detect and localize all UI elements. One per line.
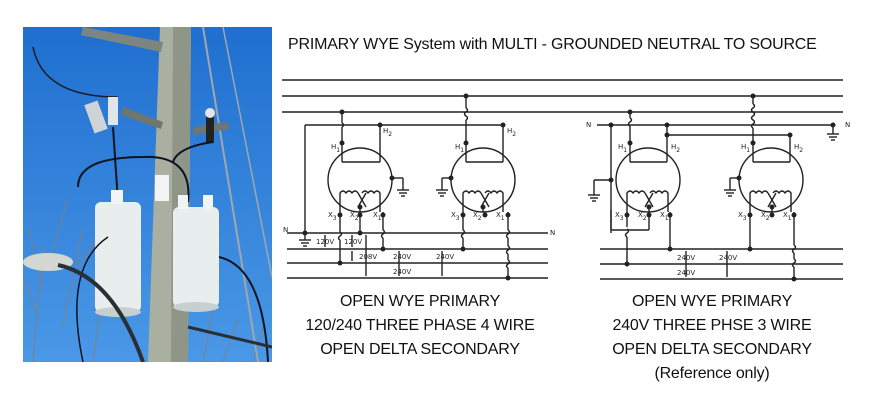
terminal-x3-label: X3 xyxy=(738,211,747,222)
pole-transformer-photo xyxy=(23,27,272,362)
right-ground-symbols xyxy=(588,133,839,202)
terminal-h2-label: H2 xyxy=(794,143,803,154)
left-diagram-caption: OPEN WYE PRIMARY 120/240 THREE PHASE 4 W… xyxy=(285,290,555,362)
terminal-x1-label: X1 xyxy=(783,211,792,222)
terminal-x1-label: X1 xyxy=(496,211,505,222)
terminal-x2-label: X2 xyxy=(350,211,359,222)
caption-line: (Reference only) xyxy=(654,365,770,382)
terminal-subscript: 1 xyxy=(665,215,669,222)
terminal-subscript: 1 xyxy=(336,147,340,154)
terminal-h1-label: H1 xyxy=(618,143,627,154)
terminal-subscript: 3 xyxy=(743,215,747,222)
terminal-subscript: 2 xyxy=(512,131,516,138)
caption-line: OPEN DELTA SECONDARY xyxy=(320,341,520,358)
terminal-h1-label: H1 xyxy=(455,143,464,154)
terminal-h1-label: H1 xyxy=(331,143,340,154)
left-diagram xyxy=(287,96,548,279)
right-diagram xyxy=(593,96,843,280)
terminal-subscript: 1 xyxy=(623,147,627,154)
voltage-label: 120V xyxy=(316,238,334,246)
caption-line: 240V THREE PHSE 3 WIRE xyxy=(612,317,812,334)
voltage-label: 240V xyxy=(677,254,695,262)
terminal-subscript: 2 xyxy=(643,215,647,222)
terminal-subscript: 2 xyxy=(799,147,803,154)
terminal-h1-label: H1 xyxy=(741,143,750,154)
terminal-subscript: 2 xyxy=(355,215,359,222)
caption-line: OPEN DELTA SECONDARY xyxy=(612,341,812,358)
terminal-subscript: 1 xyxy=(746,147,750,154)
terminal-subscript: 1 xyxy=(788,215,792,222)
terminal-subscript: 3 xyxy=(333,215,337,222)
neutral-label: N xyxy=(586,121,591,129)
terminal-subscript: 1 xyxy=(501,215,505,222)
voltage-label: 240V xyxy=(436,253,454,261)
voltage-label: 208V xyxy=(359,253,377,261)
neutral-label: N xyxy=(845,121,850,129)
terminal-subscript: 1 xyxy=(460,147,464,154)
voltage-label: 240V xyxy=(393,268,411,276)
terminal-h2-label: H2 xyxy=(671,143,680,154)
terminal-h2-label: H2 xyxy=(383,127,392,138)
neutral-label: N xyxy=(550,229,555,237)
terminal-x1-label: X1 xyxy=(660,211,669,222)
terminal-h2-label: H2 xyxy=(507,127,516,138)
terminal-subscript: 2 xyxy=(766,215,770,222)
voltage-label: 120V xyxy=(344,238,362,246)
right-diagram-nodes xyxy=(608,93,836,282)
diagram-title: PRIMARY WYE System with MULTI - GROUNDED… xyxy=(288,36,817,53)
terminal-subscript: 1 xyxy=(378,215,382,222)
left-diagram-labels: N N H1 H2 H1 H2 X3 X2 X1 X3 X2 X1 120V 1… xyxy=(283,127,555,276)
voltage-label: 240V xyxy=(719,254,737,262)
caption-line: OPEN WYE PRIMARY xyxy=(631,293,793,310)
terminal-x2-label: X2 xyxy=(761,211,770,222)
left-diagram-nodes xyxy=(302,93,511,281)
terminal-x1-label: X1 xyxy=(373,211,382,222)
terminal-x2-label: X2 xyxy=(638,211,647,222)
terminal-x3-label: X3 xyxy=(615,211,624,222)
terminal-x3-label: X3 xyxy=(328,211,337,222)
voltage-label: 240V xyxy=(393,253,411,261)
terminal-subscript: 2 xyxy=(388,131,392,138)
right-diagram-caption: OPEN WYE PRIMARY 240V THREE PHSE 3 WIRE … xyxy=(577,290,847,386)
left-ground-symbols xyxy=(299,189,448,247)
terminal-x3-label: X3 xyxy=(451,211,460,222)
terminal-subscript: 3 xyxy=(456,215,460,222)
right-diagram-labels: N N H1 H2 H1 H2 X3 X2 X1 X3 X2 X1 240V 2… xyxy=(586,121,850,277)
voltage-label: 240V xyxy=(677,269,695,277)
terminal-subscript: 2 xyxy=(478,215,482,222)
caption-line: 120/240 THREE PHASE 4 WIRE xyxy=(305,317,535,334)
terminal-subscript: 3 xyxy=(620,215,624,222)
photo-icon xyxy=(23,27,272,362)
terminal-x2-label: X2 xyxy=(473,211,482,222)
terminal-subscript: 2 xyxy=(676,147,680,154)
caption-line: OPEN WYE PRIMARY xyxy=(339,293,501,310)
neutral-label: N xyxy=(283,226,288,234)
